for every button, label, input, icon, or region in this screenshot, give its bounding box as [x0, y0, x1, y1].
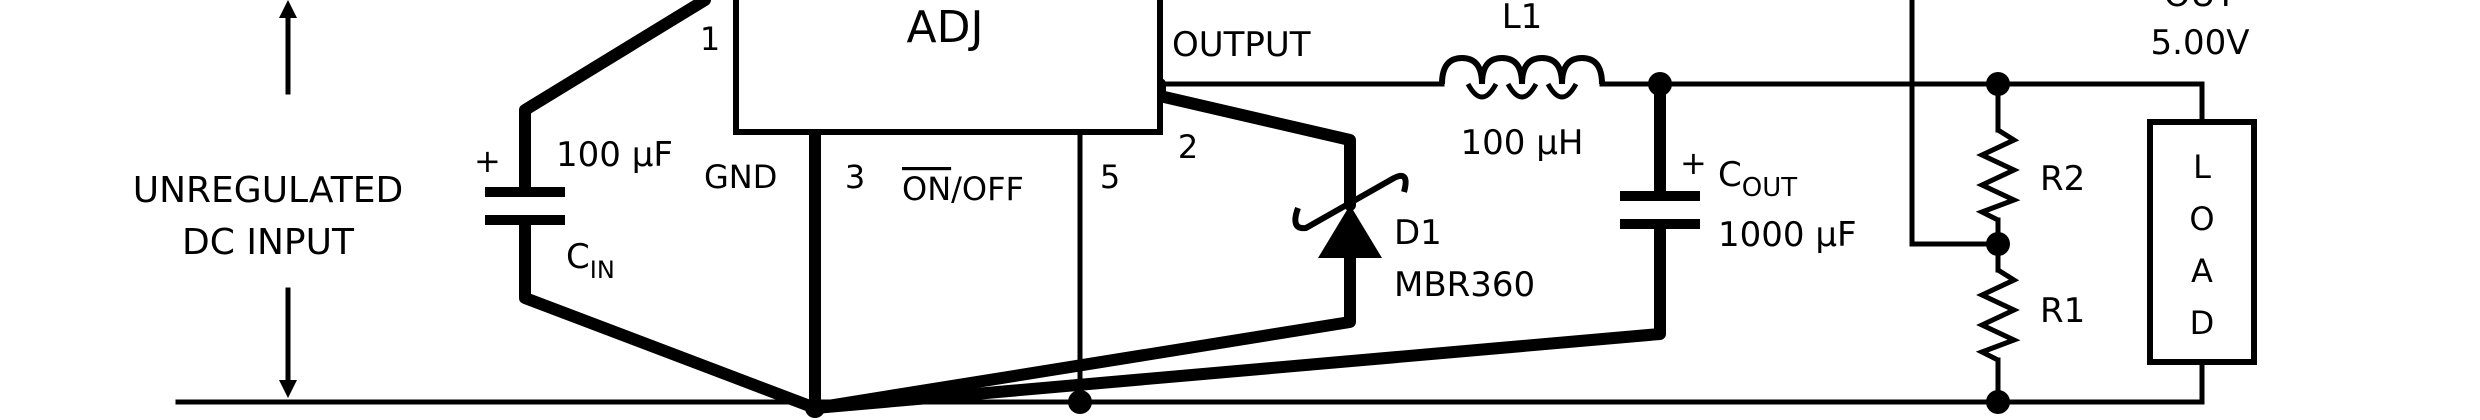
- resistor-r1-label: R1: [2040, 291, 2085, 331]
- inductor-coil-loops: [1465, 82, 1579, 100]
- pin-1-label: 1: [700, 20, 720, 58]
- cin-name-sub: IN: [590, 256, 615, 284]
- output-pin-label: OUTPUT: [1172, 25, 1311, 65]
- resistor-r2-label: R2: [2040, 159, 2085, 199]
- output-voltage-line1: OUT: [2164, 0, 2237, 15]
- diode-bar: [1292, 172, 1409, 232]
- regulator-ic-box: [733, 0, 1163, 135]
- cout-return-wire: [809, 220, 1666, 414]
- off-text: /OFF: [951, 170, 1024, 208]
- input-capacitor: [485, 187, 565, 225]
- load-box: [2147, 119, 2257, 365]
- cout-value-label: 1000 µF: [1718, 215, 1857, 255]
- on-off-label: ON/OFF: [902, 170, 1024, 208]
- cin-name-c: C: [566, 237, 590, 277]
- resistor-r1-icon: [1975, 267, 2021, 363]
- pin-2-label: 2: [1178, 128, 1198, 166]
- feedback-wire: [1909, 0, 2001, 247]
- arrow-down-icon: [279, 380, 297, 398]
- diode-return-wire: [809, 252, 1356, 414]
- output-capacitor: [1620, 191, 1700, 229]
- cout-plus-sign: +: [1680, 144, 1707, 182]
- load-letter-l: L: [2193, 148, 2211, 186]
- junction-dot: [1986, 232, 2010, 256]
- junction-dot: [805, 398, 825, 418]
- cin-name-label: CIN: [566, 237, 615, 284]
- cin-plus-sign: +: [474, 142, 501, 180]
- inductor-name-label: L1: [1502, 0, 1543, 37]
- cout-name-sub: OUT: [1742, 173, 1797, 203]
- cin-negative-wire: [519, 216, 821, 414]
- junction-dot: [1648, 72, 1672, 96]
- cin-value-label: 100 µF: [556, 135, 673, 175]
- thick-wires: [519, 0, 1666, 414]
- ic-name-label: ADJ: [907, 2, 984, 53]
- on-overbar-text: ON: [902, 170, 951, 208]
- thin-wires: [175, 0, 2205, 405]
- pin-5-label: 5: [1100, 158, 1120, 196]
- junction-dot: [1986, 72, 2010, 96]
- diode-name-label: D1: [1394, 213, 1442, 253]
- diode-part-label: MBR360: [1394, 265, 1535, 305]
- load-letter-o: O: [2189, 200, 2214, 238]
- junctions: [805, 72, 2010, 418]
- diode-triangle: [1318, 205, 1382, 258]
- gnd-pin-label: GND: [704, 158, 777, 196]
- schottky-diode-icon: [1292, 172, 1409, 258]
- arrow-up-icon: [279, 0, 297, 18]
- junction-dot: [1068, 390, 1092, 414]
- inductor-coil-icon: [1439, 54, 1605, 85]
- input-arrows: [279, 0, 297, 398]
- output-voltage-line2: 5.00V: [2151, 23, 2250, 63]
- load-letter-d: D: [2190, 304, 2215, 342]
- load-letter-a: A: [2191, 252, 2213, 290]
- pin-3-label: 3: [845, 158, 865, 196]
- cin-positive-wire: [519, 0, 711, 196]
- input-label-line2: DC INPUT: [182, 222, 355, 263]
- resistor-r2-icon: [1975, 127, 2021, 223]
- inductor-value-label: 100 µH: [1461, 123, 1584, 163]
- junction-dot: [1986, 390, 2010, 414]
- cout-name-c: C: [1718, 155, 1742, 195]
- cout-name-label: COUT: [1718, 155, 1797, 203]
- input-label-line1: UNREGULATED: [133, 170, 403, 211]
